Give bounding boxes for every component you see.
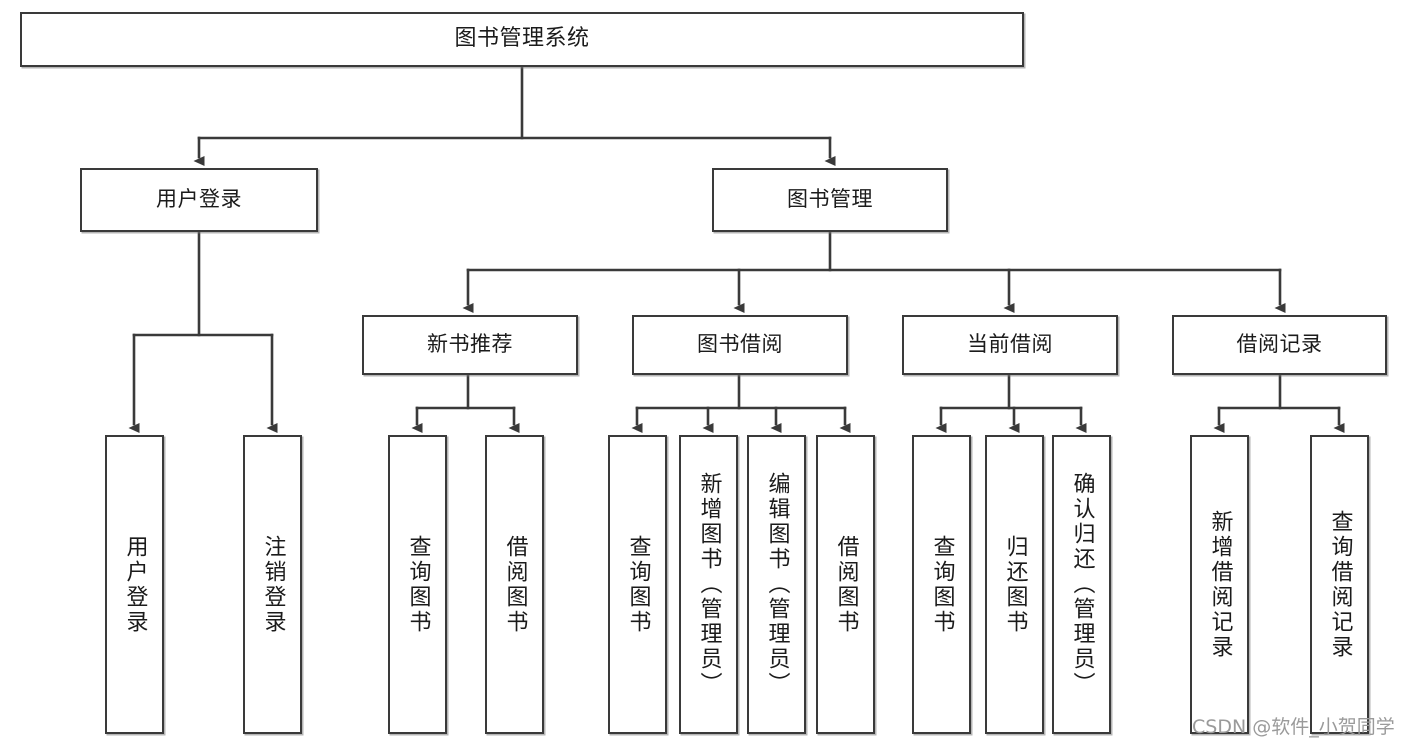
node-leaf-return-book[interactable]: 归还图书 xyxy=(985,435,1044,734)
node-leaf-user-login-label: 用户登录 xyxy=(122,534,148,635)
node-user-login-label: 用户登录 xyxy=(156,187,242,212)
node-leaf-query-book-current[interactable]: 查询图书 xyxy=(912,435,971,734)
node-book-manage[interactable]: 图书管理 xyxy=(712,168,948,232)
node-book-manage-label: 图书管理 xyxy=(787,187,873,212)
node-leaf-edit-book-label: 编辑图书（管理员） xyxy=(764,472,790,697)
node-leaf-borrow-book-recommend[interactable]: 借阅图书 xyxy=(485,435,544,734)
node-new-book-recommend[interactable]: 新书推荐 xyxy=(362,315,578,375)
node-leaf-return-book-label: 归还图书 xyxy=(1002,534,1028,635)
node-leaf-edit-book[interactable]: 编辑图书（管理员） xyxy=(747,435,806,734)
node-leaf-query-book-recommend[interactable]: 查询图书 xyxy=(388,435,447,734)
node-leaf-add-book-label: 新增图书（管理员） xyxy=(696,472,722,697)
node-leaf-add-borrow-record[interactable]: 新增借阅记录 xyxy=(1190,435,1249,734)
node-leaf-confirm-return-label: 确认归还（管理员） xyxy=(1069,472,1095,697)
node-leaf-query-book-borrow-label: 查询图书 xyxy=(625,534,651,635)
node-leaf-borrow-book-label: 借阅图书 xyxy=(833,534,859,635)
node-leaf-add-book[interactable]: 新增图书（管理员） xyxy=(679,435,738,734)
node-leaf-user-login[interactable]: 用户登录 xyxy=(105,435,164,734)
node-leaf-logout[interactable]: 注销登录 xyxy=(243,435,302,734)
node-leaf-query-book-recommend-label: 查询图书 xyxy=(405,534,431,635)
node-current-borrow-label: 当前借阅 xyxy=(967,332,1053,357)
node-borrow-record-label: 借阅记录 xyxy=(1236,332,1323,357)
node-leaf-query-borrow-record-label: 查询借阅记录 xyxy=(1327,509,1353,660)
node-leaf-confirm-return[interactable]: 确认归还（管理员） xyxy=(1052,435,1111,734)
node-current-borrow[interactable]: 当前借阅 xyxy=(902,315,1118,375)
node-leaf-query-book-borrow[interactable]: 查询图书 xyxy=(608,435,667,734)
node-user-login[interactable]: 用户登录 xyxy=(80,168,318,232)
node-leaf-logout-label: 注销登录 xyxy=(260,534,286,635)
node-root-label: 图书管理系统 xyxy=(454,26,590,52)
node-leaf-add-borrow-record-label: 新增借阅记录 xyxy=(1207,509,1233,660)
node-leaf-query-borrow-record[interactable]: 查询借阅记录 xyxy=(1310,435,1369,734)
node-borrow-record[interactable]: 借阅记录 xyxy=(1172,315,1387,375)
node-leaf-query-book-current-label: 查询图书 xyxy=(929,534,955,635)
node-new-book-recommend-label: 新书推荐 xyxy=(427,332,513,357)
node-leaf-borrow-book-recommend-label: 借阅图书 xyxy=(502,534,528,635)
node-book-borrow-label: 图书借阅 xyxy=(697,332,783,357)
node-root[interactable]: 图书管理系统 xyxy=(20,12,1024,67)
node-book-borrow[interactable]: 图书借阅 xyxy=(632,315,848,375)
csdn-watermark: CSDN @软件_小贺同学 xyxy=(1192,716,1395,738)
node-leaf-borrow-book[interactable]: 借阅图书 xyxy=(816,435,875,734)
